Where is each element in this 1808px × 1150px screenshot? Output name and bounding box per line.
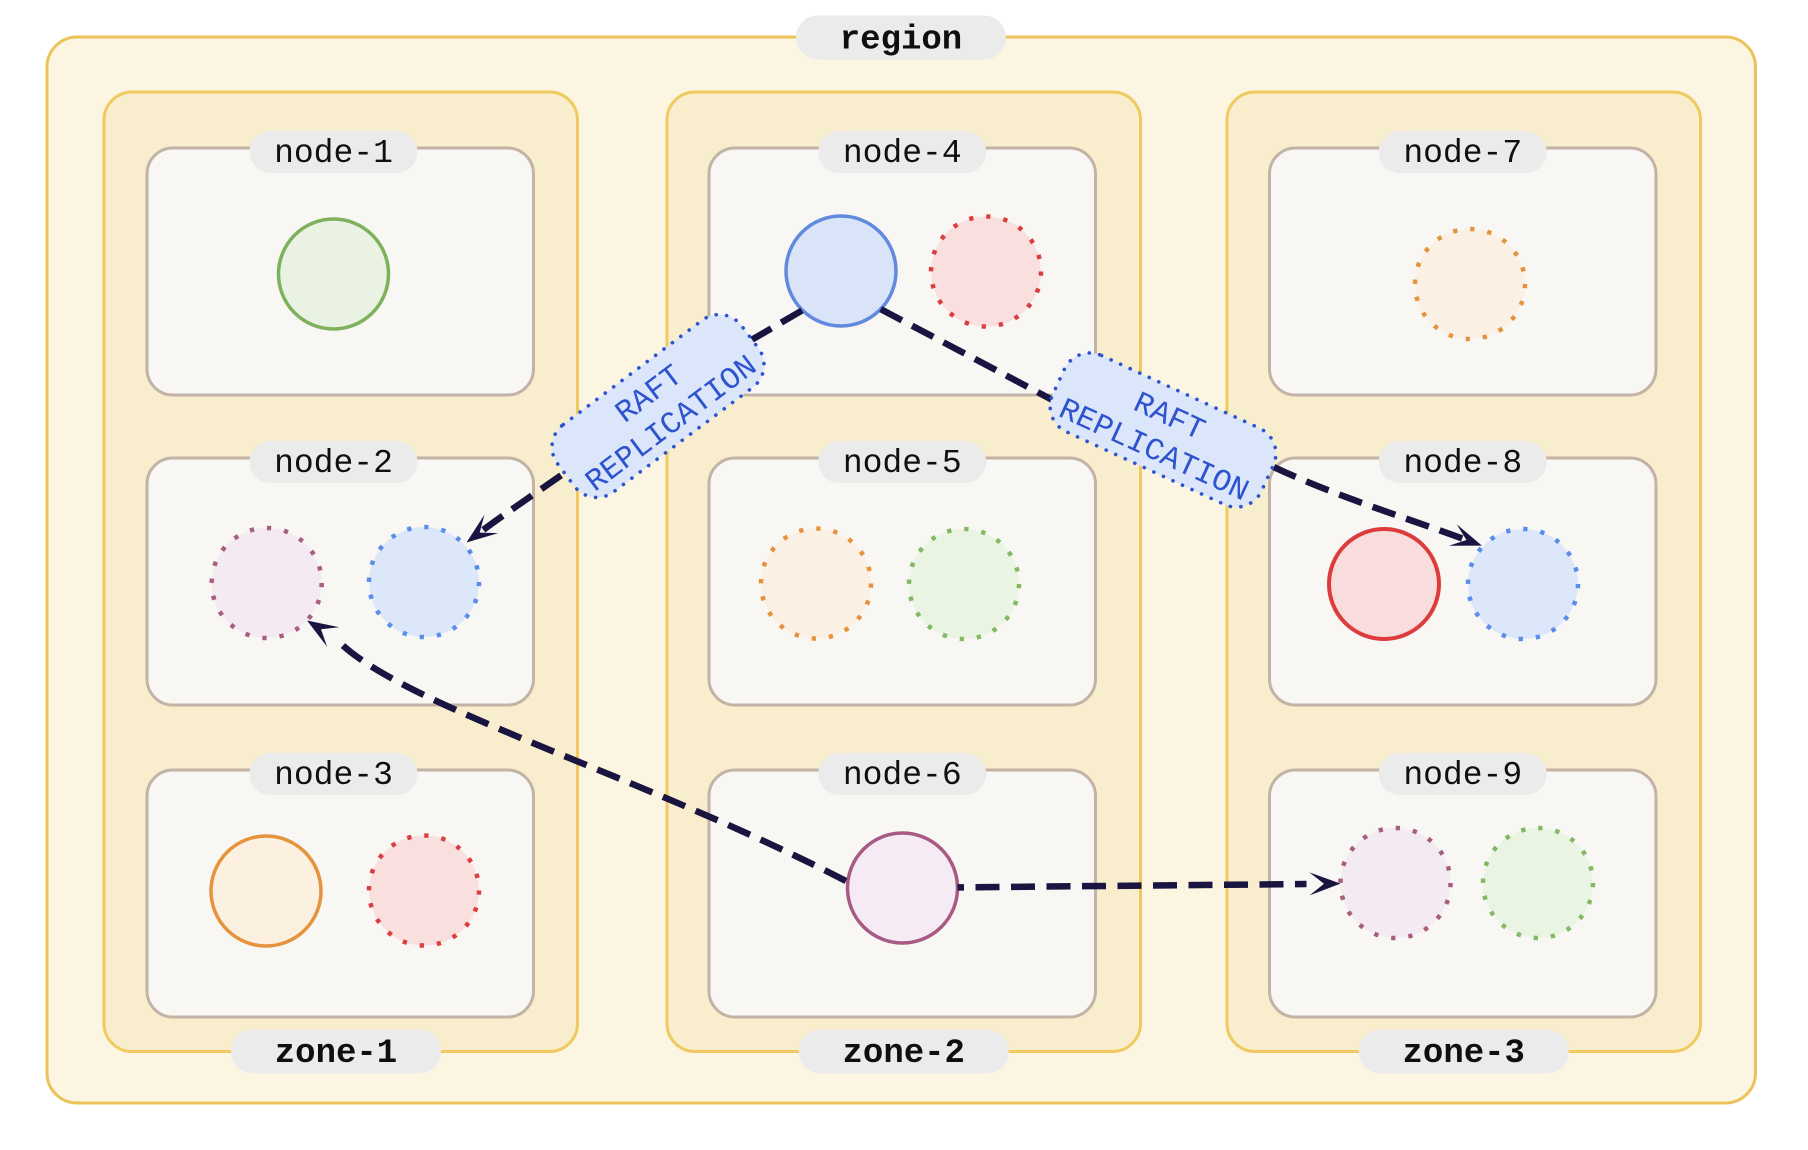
svg-text:node-5: node-5 — [843, 445, 962, 482]
svg-text:node-9: node-9 — [1403, 757, 1522, 794]
svg-text:region: region — [840, 22, 962, 60]
svg-text:node-8: node-8 — [1403, 445, 1522, 482]
svg-text:node-6: node-6 — [843, 757, 962, 794]
svg-text:node-4: node-4 — [843, 135, 962, 172]
svg-text:zone-1: zone-1 — [275, 1035, 397, 1073]
svg-text:zone-2: zone-2 — [843, 1035, 965, 1073]
svg-text:zone-3: zone-3 — [1403, 1035, 1525, 1073]
svg-text:node-2: node-2 — [274, 445, 393, 482]
svg-text:node-7: node-7 — [1403, 135, 1522, 172]
svg-text:node-1: node-1 — [274, 135, 393, 172]
svg-text:node-3: node-3 — [274, 757, 393, 794]
